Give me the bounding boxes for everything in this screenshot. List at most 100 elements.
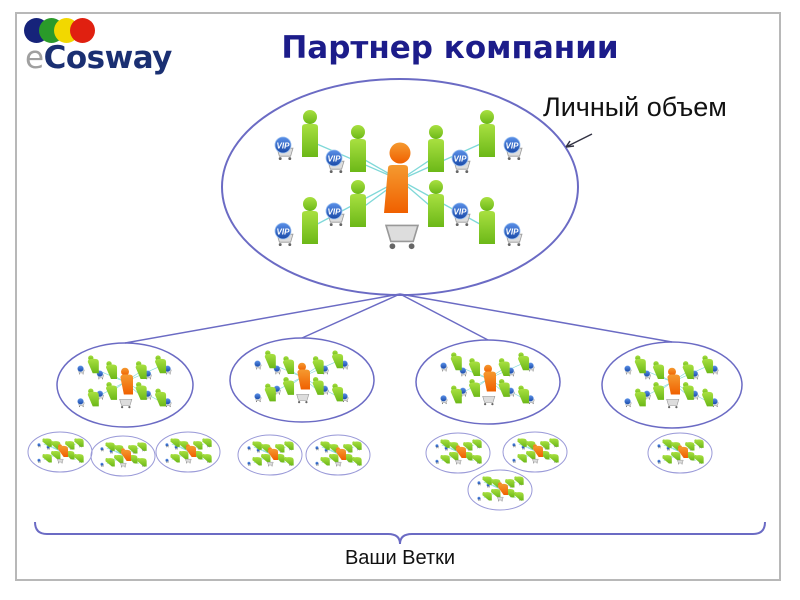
person-body-icon [540, 441, 550, 450]
partner-person-icon [497, 482, 508, 495]
sub-branch-network [100, 442, 147, 468]
sub-branch-network [435, 439, 482, 465]
person-body-icon [42, 438, 52, 447]
slide-frame [15, 12, 781, 581]
person-body-icon [514, 476, 524, 485]
connection-line [527, 446, 536, 452]
connection-line [52, 446, 61, 452]
partner-person-icon [335, 447, 346, 460]
person-body-icon [428, 139, 444, 172]
person-body-icon [179, 441, 189, 450]
vip-badge-icon [451, 149, 469, 167]
cart-wheel [278, 393, 281, 395]
cart-wheel [316, 465, 317, 466]
person-body-icon [57, 445, 68, 457]
person-body-icon [449, 442, 459, 451]
cart-wheel [465, 223, 469, 227]
cart-basket [267, 461, 274, 466]
cart-wheel [327, 452, 328, 453]
cart-wheel [447, 450, 448, 451]
connection-line [492, 484, 501, 490]
person-body-icon [51, 441, 61, 450]
member-person-icon [283, 356, 295, 374]
cart-wheel [82, 373, 84, 375]
person-body-icon [302, 211, 318, 244]
cart-wheel [101, 466, 102, 467]
person-head-icon [303, 197, 317, 211]
member-person-icon [350, 125, 366, 172]
member-person-icon [202, 438, 212, 447]
member-person-icon [302, 197, 318, 244]
cart-wheel [716, 373, 718, 375]
sub-branch-network [657, 439, 704, 465]
person-head-icon [351, 180, 365, 194]
cart-wheel [519, 484, 520, 486]
member-person-icon [302, 110, 318, 157]
person-body-icon [283, 359, 295, 374]
person-body-icon [682, 364, 694, 379]
person-body-icon [343, 444, 353, 453]
person-body-icon [312, 380, 324, 395]
branch-network [254, 350, 349, 404]
member-person-icon [252, 441, 262, 450]
cart-wheel [317, 449, 319, 451]
cart-wheel [507, 157, 511, 161]
vip-cart-icon [315, 446, 320, 451]
person-body-icon [275, 444, 285, 453]
cart-wheel [39, 462, 41, 463]
person-body-icon [264, 386, 276, 402]
cart-wheel [528, 370, 531, 372]
cart-wheel [357, 465, 358, 466]
cart-wheel [479, 484, 481, 486]
member-person-icon [179, 441, 189, 450]
branch-network [440, 352, 535, 406]
member-person-icon [517, 454, 527, 463]
cart-wheel [38, 462, 39, 463]
logo-dot-red [70, 18, 95, 43]
cart-wheel [556, 446, 557, 448]
person-body-icon [482, 492, 492, 501]
cart-wheel [681, 463, 683, 465]
vip-badge-icon [512, 443, 516, 447]
branch-network [77, 355, 172, 409]
cart-wheel [169, 373, 171, 375]
vip-cart-icon [435, 444, 440, 449]
branch-ellipse [415, 339, 561, 425]
partner-cart-icon [532, 458, 539, 464]
logo-text: eCosway [25, 40, 172, 76]
branch-line [124, 293, 401, 344]
cart-wheel [38, 446, 39, 448]
member-person-icon [479, 110, 495, 157]
cart-wheel [712, 406, 715, 408]
person-head-icon [480, 197, 494, 211]
sub-branch-ellipse [305, 434, 371, 476]
person-body-icon [170, 454, 180, 463]
cart-basket [455, 459, 462, 464]
person-body-icon [472, 439, 482, 448]
cart-wheel [510, 487, 511, 488]
cart-wheel [121, 466, 123, 468]
member-person-icon [653, 382, 665, 400]
person-body-icon [505, 479, 515, 488]
partner-cart-icon [384, 224, 420, 250]
member-person-icon [682, 382, 694, 400]
member-person-icon [634, 388, 646, 407]
partner-cart-icon [296, 393, 310, 404]
cart-wheel [528, 403, 531, 405]
member-person-icon [332, 383, 344, 402]
member-person-icon [87, 388, 99, 407]
member-person-icon [463, 442, 473, 451]
member-person-icon [51, 441, 61, 450]
partner-cart-icon [120, 462, 127, 468]
cart-wheel [545, 449, 546, 450]
vip-cart-icon [341, 393, 349, 403]
cart-wheel [275, 373, 277, 375]
person-body-icon [549, 438, 559, 447]
cart-basket [120, 462, 127, 467]
branches-brace [34, 521, 766, 545]
sub-branch-network [37, 438, 84, 464]
cart-wheel [699, 447, 700, 449]
member-person-icon [261, 444, 271, 453]
cart-wheel [305, 401, 308, 404]
cart-wheel [198, 458, 199, 460]
